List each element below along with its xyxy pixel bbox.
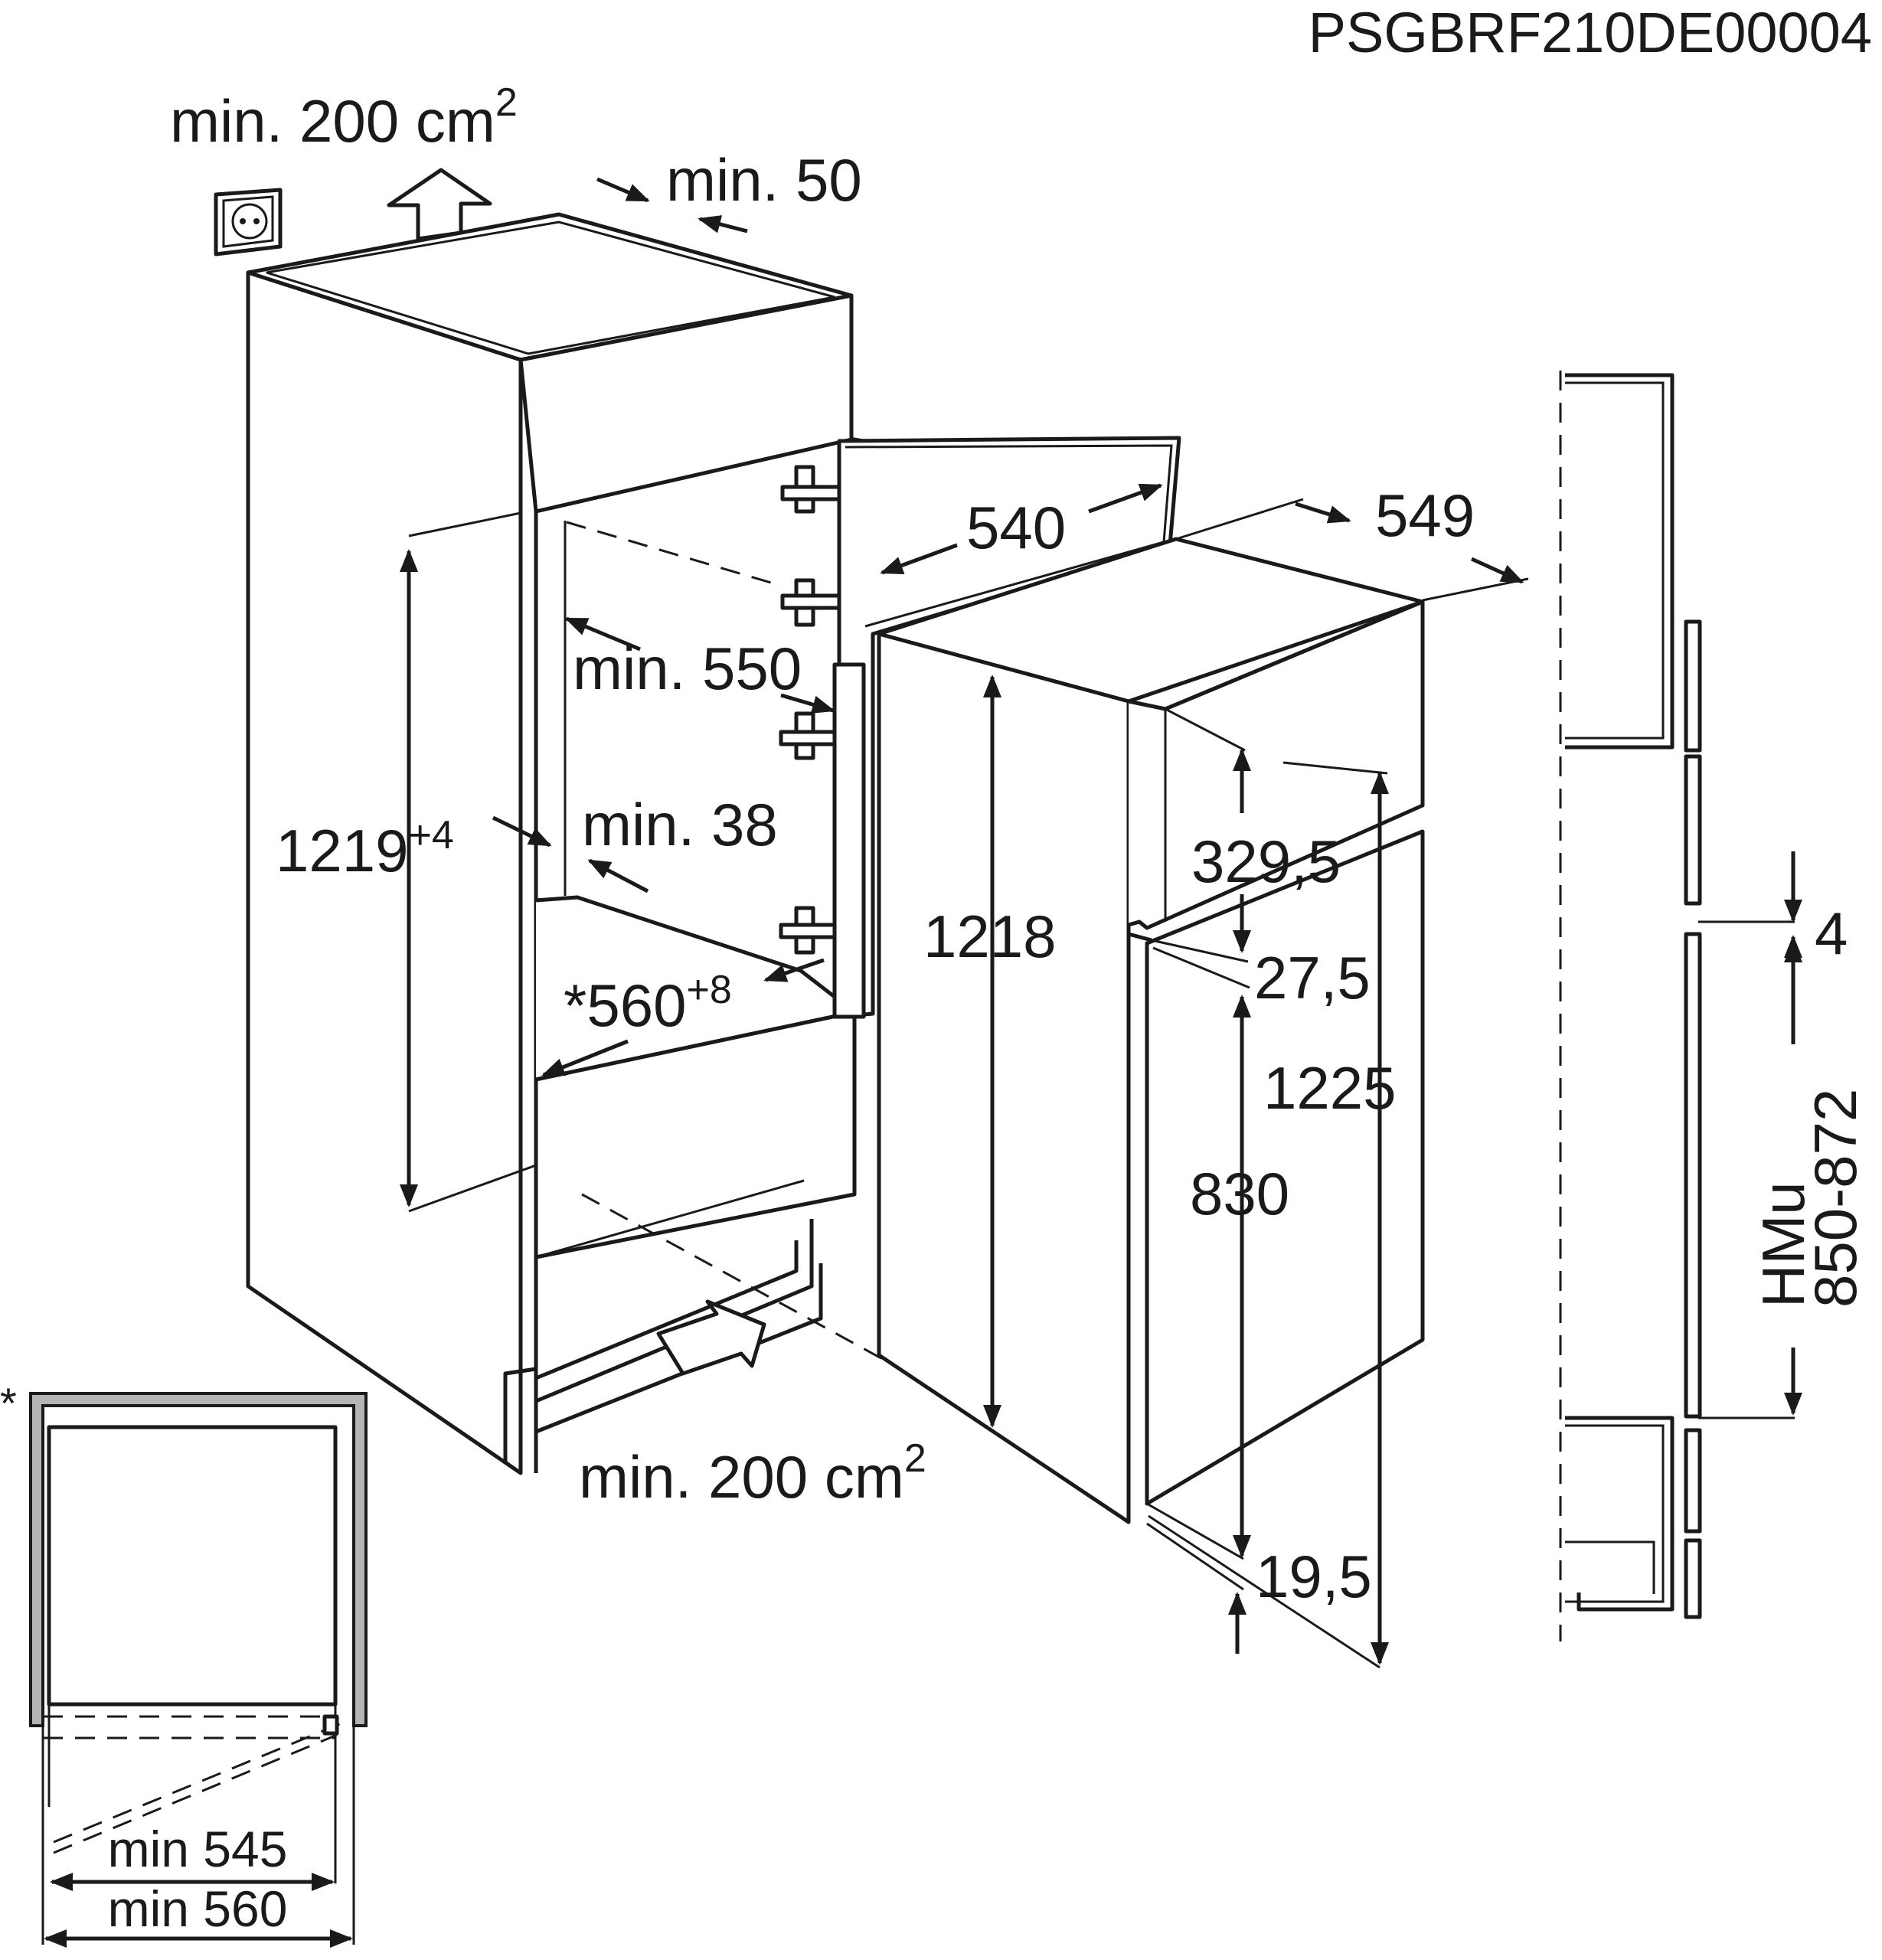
power-socket-icon [214,188,283,256]
ventilation-top-label: min. 200 cm2 [170,80,518,155]
niche-depth-label: min. 550 [573,635,802,702]
side-panel-gap-label: 4 [1815,900,1848,967]
upper-door-extension [1151,707,1249,963]
niche-height-label: 1219+4 [276,813,454,884]
ventilation-bottom-label: min. 200 cm2 [579,1436,926,1511]
appliance-width-arrow-right [1088,483,1163,514]
appliance-depth-label: 549 [1375,482,1475,549]
appliance-width-label: 540 [966,494,1066,561]
niche-width-label: *560+8 [564,968,732,1039]
section-view [29,1392,368,1945]
ventilation-up-arrow [387,168,492,241]
gap-top-arrow-upper [596,177,650,203]
upper-door-height-label: 329,5 [1191,828,1341,895]
door-gap-extension [1152,946,1250,989]
niche-width-arrow [763,958,825,982]
door-gap-label: 27,5 [1254,944,1371,1011]
side-gap-arrow-right [587,858,649,893]
bottom-offset-extension [1146,1502,1244,1591]
total-height-extension-bottom [1148,1514,1380,1669]
appliance-depth-arrow [1295,501,1351,524]
bottom-offset-label: 19,5 [1256,1543,1372,1610]
section-width-label-min-545: min 545 [108,1821,288,1877]
niche-height-extension-bottom [408,1164,537,1213]
hmu-label: HMu [1750,1181,1817,1308]
side-panel-profile [1559,371,1795,1642]
niche-height-extension-top [408,511,521,537]
cabinet-door [832,436,1181,1019]
gap-top-arrow-lower [698,215,748,234]
appliance-depth-arrow-right [1470,557,1524,584]
niche-depth-guide-top [566,521,774,585]
appliance-width-arrow-left [880,543,958,575]
niche-width-arrow-left [541,1039,629,1077]
appliance-body [877,537,1425,1524]
gap-top-label: min. 50 [666,146,862,214]
appliance-depth-extension [1175,498,1529,602]
document-code: PSGBRF210DE00004 [1309,1,1872,64]
niche-depth-arrow [564,616,641,652]
appliance-height-label: 1218 [923,903,1057,970]
side-gap-label: min. 38 [582,791,778,858]
lower-door-height-label: 830 [1190,1160,1289,1227]
total-height-label: 1225 [1263,1054,1397,1122]
side-gap-arrow-left [492,815,552,848]
niche-depth-arrow-right [780,693,835,714]
footnote-marker: * [0,1379,17,1427]
niche-depth-guide-bottom [581,1193,904,1372]
hmu-range-label: 850-872 [1802,1089,1869,1308]
section-width-label-min-560: min 560 [108,1880,288,1937]
total-height-extension-top [1282,761,1388,775]
ventilation-in-arrow [656,1299,766,1376]
